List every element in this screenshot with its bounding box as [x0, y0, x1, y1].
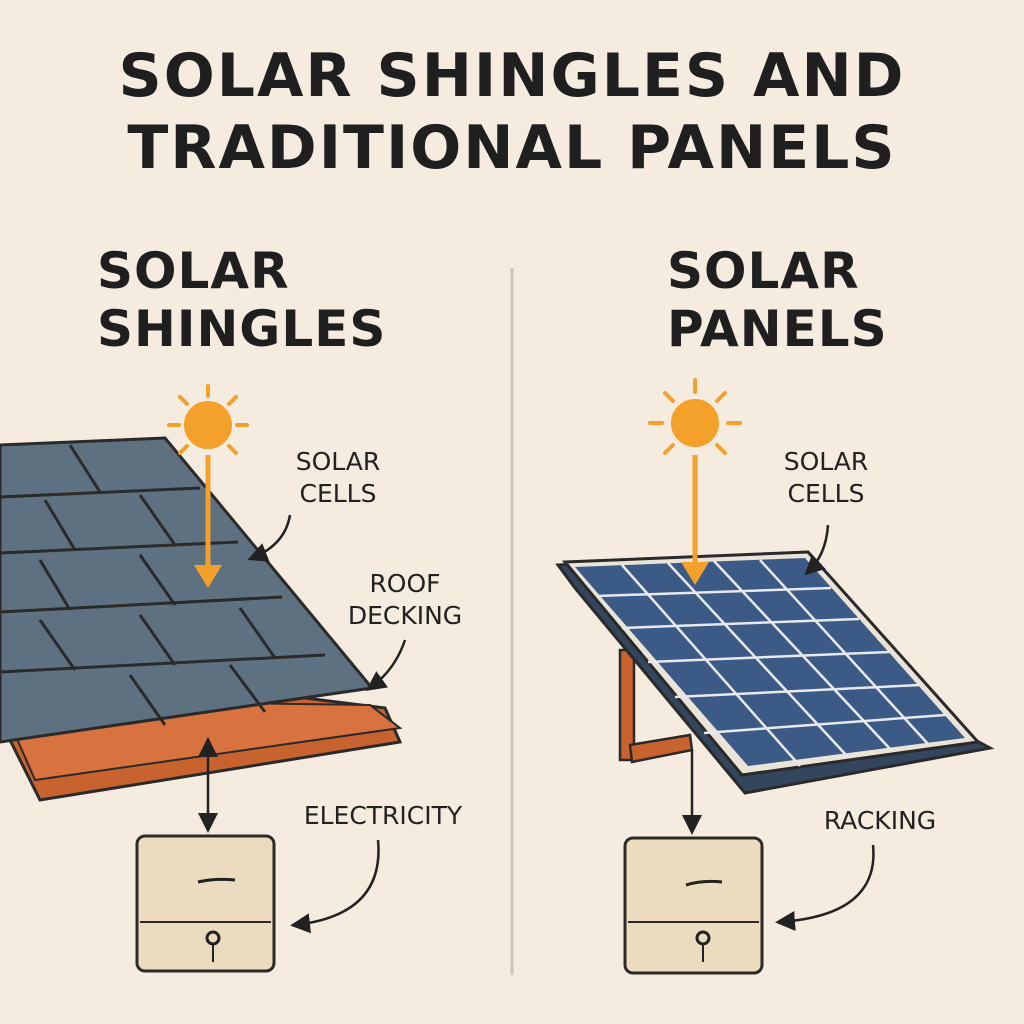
- label-racking: RACKING: [823, 806, 937, 835]
- label-solar-cells-right: SOLAR CELLS: [766, 446, 886, 510]
- label-line: CELLS: [787, 479, 865, 508]
- solar-panel: [555, 550, 995, 795]
- page-title: SOLAR SHINGLES AND TRADITIONAL PANELS: [0, 40, 1024, 184]
- right-heading: SOLAR PANELS: [667, 242, 888, 358]
- electrical-box: [623, 836, 764, 975]
- label-solar-cells-left: SOLAR CELLS: [278, 446, 398, 510]
- left-heading-line-2: SHINGLES: [97, 300, 387, 358]
- shingle-roof: [0, 436, 403, 802]
- electrical-box: [135, 834, 276, 973]
- right-heading-line-1: SOLAR: [667, 242, 860, 300]
- left-heading-line-1: SOLAR: [97, 242, 290, 300]
- label-line: DECKING: [347, 601, 463, 630]
- sun-icon: [648, 378, 742, 455]
- label-line: CELLS: [299, 479, 377, 508]
- label-line: ROOF: [369, 569, 441, 598]
- title-line-2: TRADITIONAL PANELS: [127, 113, 897, 183]
- sun-icon: [167, 384, 249, 455]
- left-heading: SOLAR SHINGLES: [97, 242, 386, 358]
- label-roof-decking: ROOF DECKING: [335, 568, 475, 632]
- right-heading-line-2: PANELS: [667, 300, 888, 358]
- label-line: SOLAR: [295, 447, 381, 476]
- title-line-1: SOLAR SHINGLES AND: [118, 41, 906, 111]
- label-electricity: ELECTRICITY: [303, 801, 463, 830]
- label-line: SOLAR: [783, 447, 869, 476]
